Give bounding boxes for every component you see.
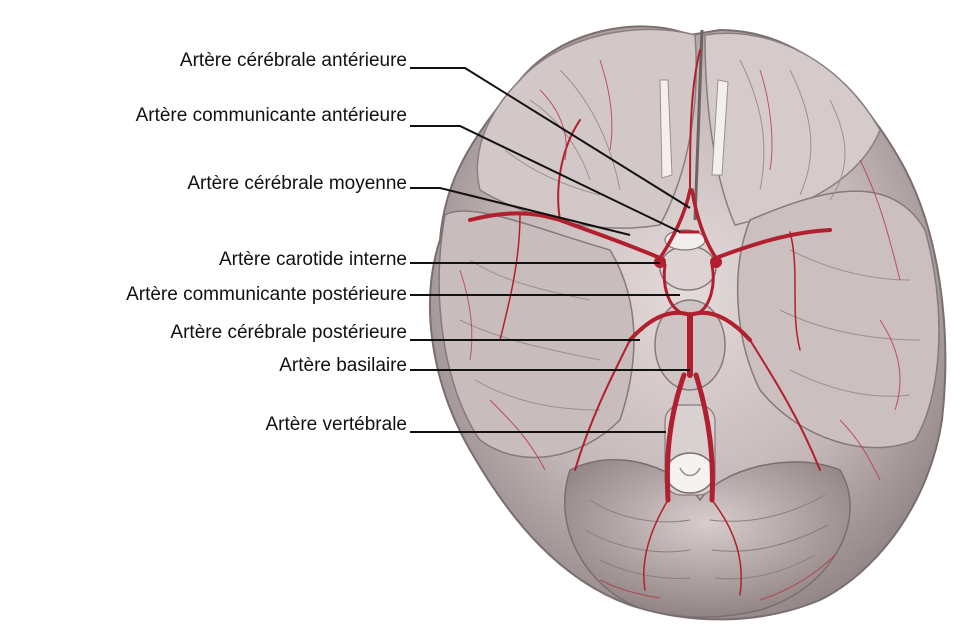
label-internal-carotid-artery: Artère carotide interne [219,249,407,271]
spinal-cord-section [666,453,714,493]
label-posterior-communicating-artery: Artère communicante postérieure [126,284,407,306]
label-anterior-cerebral-artery: Artère cérébrale antérieure [180,50,407,72]
label-posterior-cerebral-artery: Artère cérébrale postérieure [170,322,407,344]
label-middle-cerebral-artery: Artère cérébrale moyenne [187,173,407,195]
label-anterior-communicating-artery: Artère communicante antérieure [136,105,407,127]
label-vertebral-artery: Artère vertébrale [265,414,407,436]
label-basilar-artery: Artère basilaire [279,355,407,377]
pituitary-stalk [660,246,716,290]
left-temporal-lobe [439,211,634,457]
